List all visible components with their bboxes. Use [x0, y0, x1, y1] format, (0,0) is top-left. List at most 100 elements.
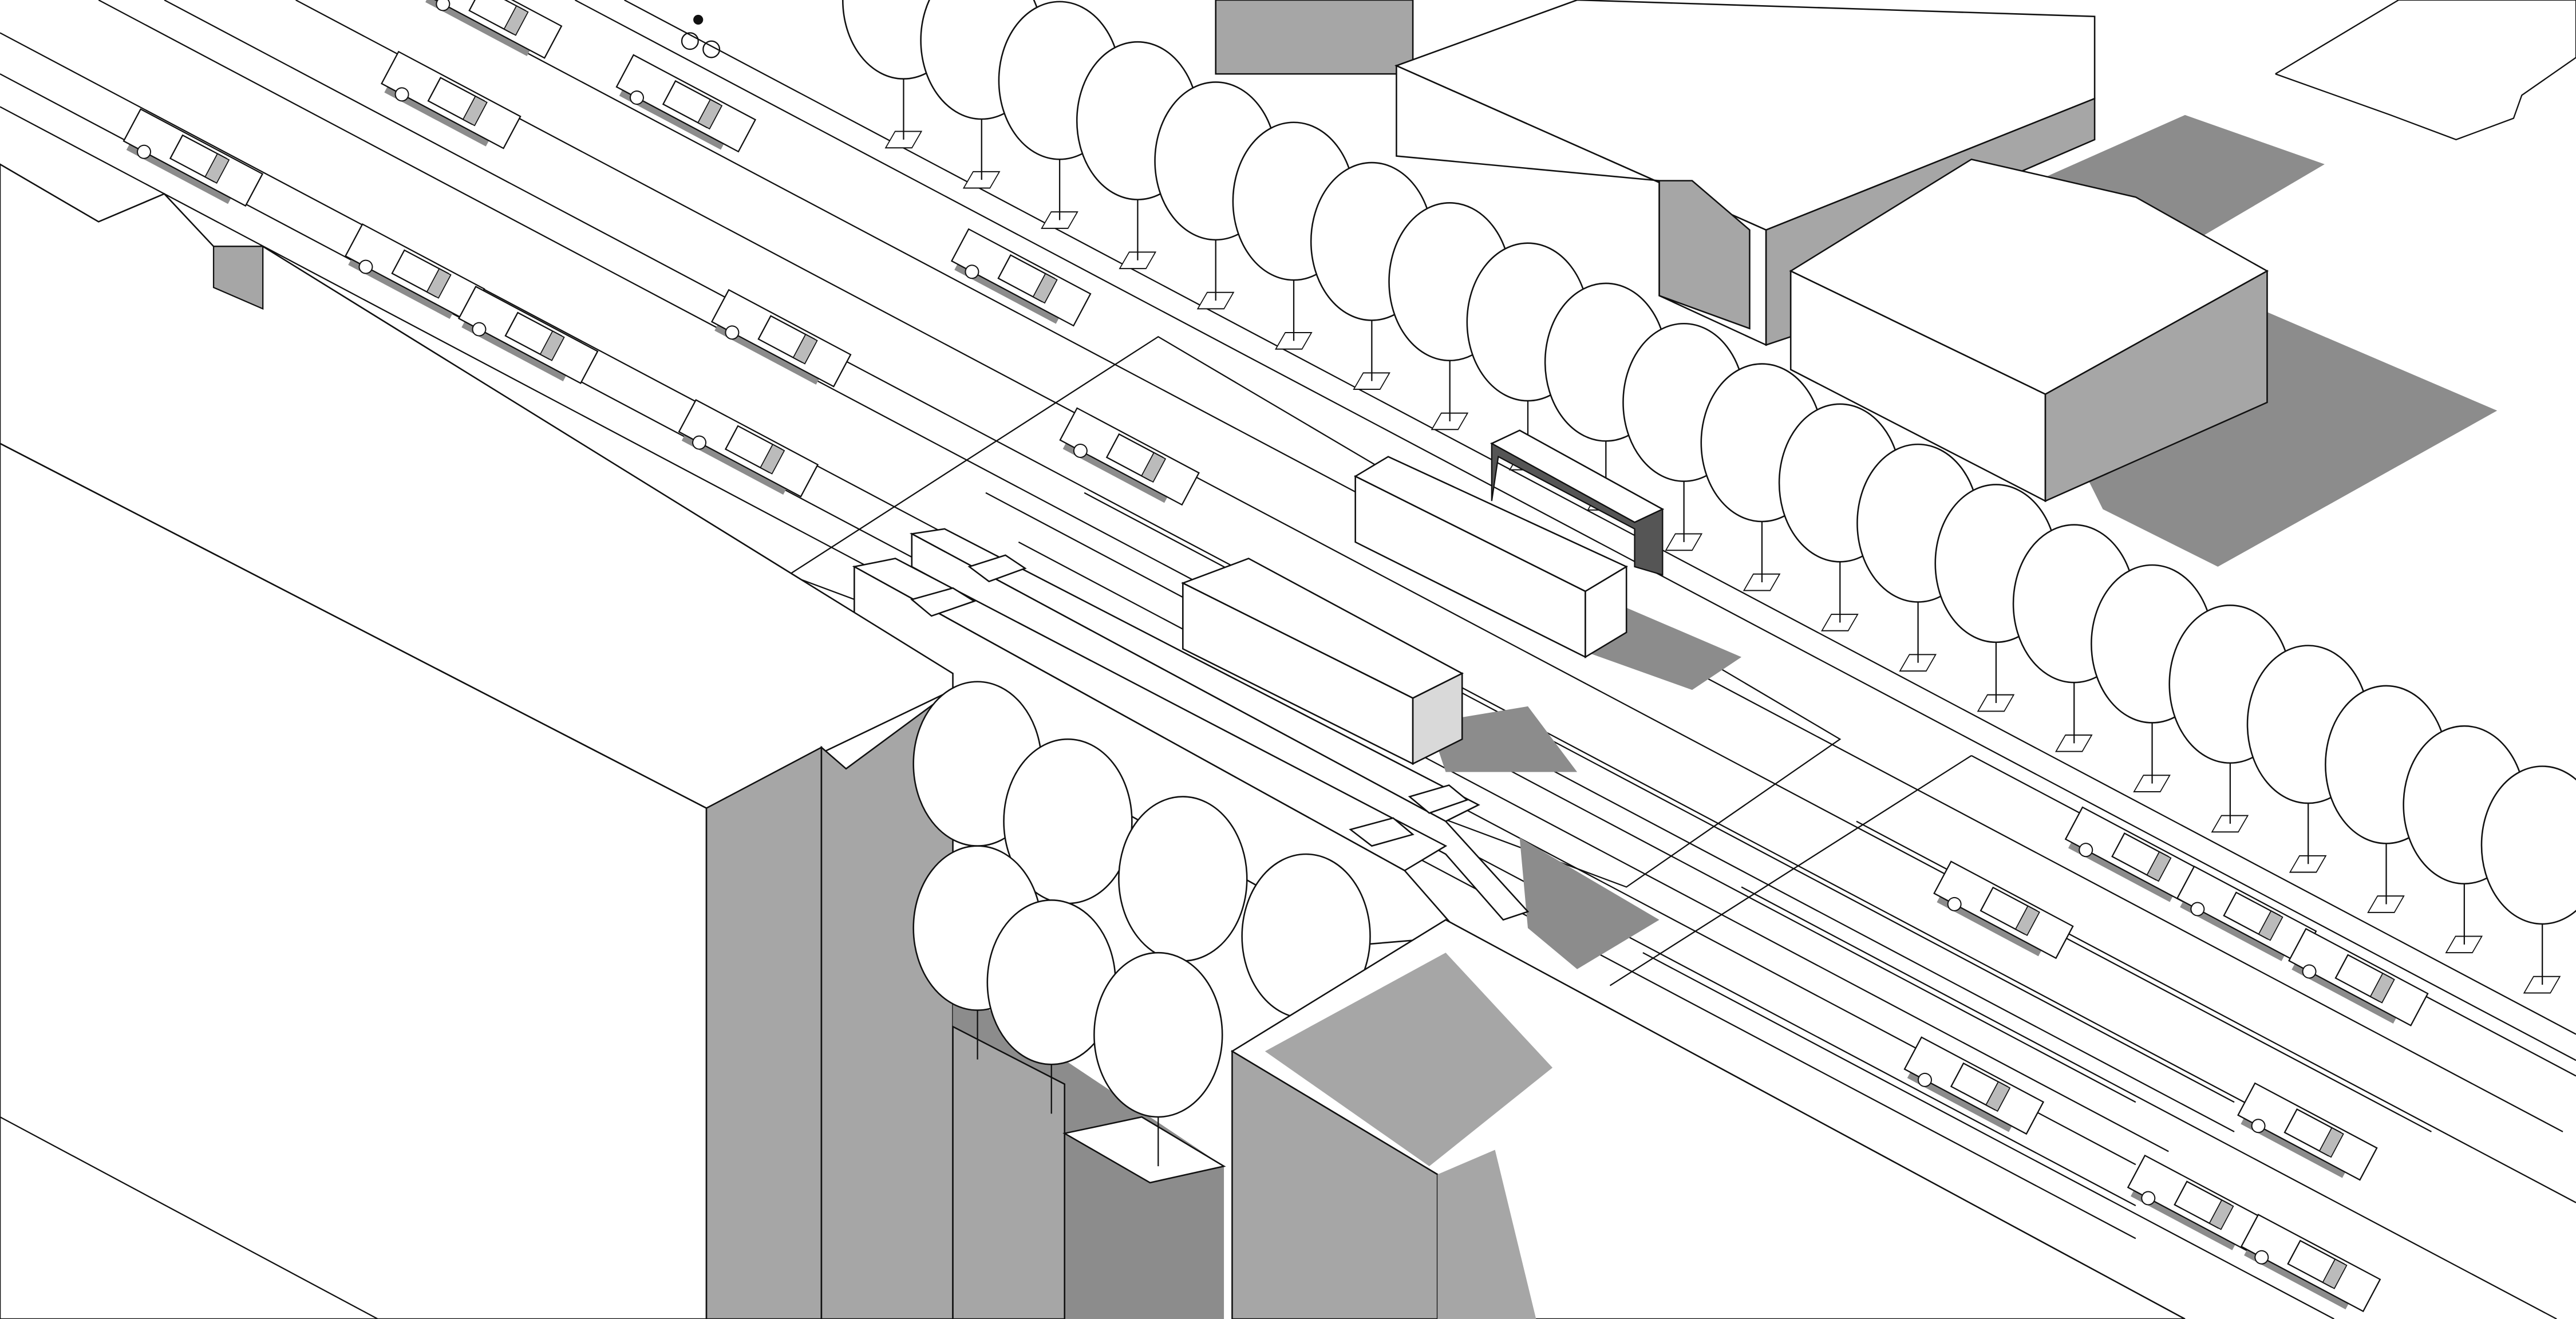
building-wall — [2044, 270, 2268, 503]
car — [678, 398, 819, 497]
car — [381, 50, 521, 149]
bus-front — [1585, 565, 1627, 658]
car-windshield — [697, 98, 723, 130]
car-wheel — [2254, 1250, 2269, 1265]
car — [2064, 806, 2206, 905]
lane-line — [1741, 886, 2557, 1319]
car-wheel — [394, 87, 409, 102]
car — [421, 0, 563, 59]
car-windshield — [2322, 1258, 2348, 1289]
car-windshield — [2146, 851, 2172, 882]
building-outline-far — [2275, 0, 2576, 141]
tree-row — [841, 0, 2576, 994]
car-wheel — [692, 435, 707, 450]
lane-line — [295, 0, 2432, 1132]
building-right-box — [1789, 158, 2498, 567]
car-wheel — [1073, 443, 1088, 458]
car-windshield — [1140, 452, 1167, 483]
car-windshield — [760, 444, 785, 475]
bicycle-wheel — [681, 32, 699, 50]
car-windshield — [2318, 1127, 2344, 1158]
car-windshield — [426, 268, 452, 299]
tram-window — [1408, 784, 1469, 814]
lane-line — [624, 0, 2576, 1035]
car — [950, 228, 1092, 327]
building-wall — [0, 443, 708, 1319]
lane-line — [1642, 952, 2334, 1319]
building-wall — [1231, 1050, 1439, 1319]
bus — [1353, 456, 1742, 690]
tree-pit — [1821, 614, 1859, 631]
courtyard-trees — [912, 681, 1371, 1167]
tree-crown — [2480, 765, 2576, 925]
car-wheel — [358, 259, 373, 274]
building-wall — [1658, 180, 1751, 330]
car-wheel — [436, 0, 451, 11]
tram-front — [1412, 672, 1463, 765]
road-edge — [1609, 755, 1972, 986]
bicycle-wheel — [702, 40, 721, 58]
car-windshield — [204, 153, 230, 184]
car-windshield — [539, 330, 565, 361]
car — [2127, 1154, 2268, 1253]
car — [1903, 1036, 2045, 1135]
car-windshield — [792, 333, 818, 365]
lane-line — [985, 492, 2136, 1103]
tram-window — [967, 554, 1027, 583]
car — [123, 108, 264, 207]
car-wheel — [2251, 1119, 2266, 1134]
cars — [123, 0, 2429, 1313]
car — [1059, 407, 1200, 506]
building-bottom-right — [1230, 919, 2186, 1319]
cyclist — [681, 14, 721, 58]
courtyard-platform — [1062, 1116, 1226, 1184]
car — [1933, 860, 2074, 959]
car-windshield — [2014, 905, 2040, 937]
shelter-wall — [1491, 442, 1664, 576]
building-edge — [0, 1116, 378, 1319]
car — [2176, 865, 2317, 964]
car — [615, 54, 757, 153]
car — [457, 285, 599, 384]
courtyard — [952, 985, 1226, 1319]
car-windshield — [2258, 910, 2283, 941]
tree-crown — [1118, 796, 1248, 962]
lane-line — [574, 0, 2576, 1061]
car-windshield — [2369, 973, 2395, 1004]
car-wheel — [2079, 843, 2093, 858]
car-windshield — [462, 95, 488, 127]
low-building — [952, 1025, 1065, 1319]
tram-stop-shelter — [1490, 429, 1665, 576]
car-wheel — [965, 264, 979, 279]
building-wall — [705, 746, 823, 1319]
car-windshield — [1985, 1081, 2011, 1112]
tram-shadow — [1519, 838, 1660, 969]
car-windshield — [1032, 273, 1058, 304]
building-left — [0, 163, 954, 1319]
car-wheel — [1918, 1072, 1932, 1087]
car — [2237, 1082, 2378, 1181]
car — [344, 223, 485, 322]
car-wheel — [2302, 964, 2317, 979]
car — [2240, 1214, 2381, 1313]
car-wheel — [2141, 1191, 2156, 1206]
building-shadow — [1265, 953, 1553, 1167]
building-shadow — [1437, 1150, 1536, 1319]
cyclist-head — [693, 14, 704, 25]
tree-pit — [1899, 654, 1937, 672]
car — [710, 289, 852, 388]
building-shadow — [212, 246, 264, 310]
tram-window — [1349, 817, 1415, 847]
car-wheel — [725, 325, 740, 340]
car-windshield — [2208, 1199, 2234, 1230]
building-top-center — [1215, 0, 2325, 346]
building-wall — [1215, 0, 1414, 75]
tram-window — [910, 587, 976, 617]
car-wheel — [1947, 897, 1962, 911]
building-shadow — [2037, 114, 2325, 247]
lane-line — [98, 0, 2235, 1132]
car-wheel — [630, 90, 644, 105]
car — [2288, 927, 2429, 1026]
car-wheel — [472, 322, 487, 337]
